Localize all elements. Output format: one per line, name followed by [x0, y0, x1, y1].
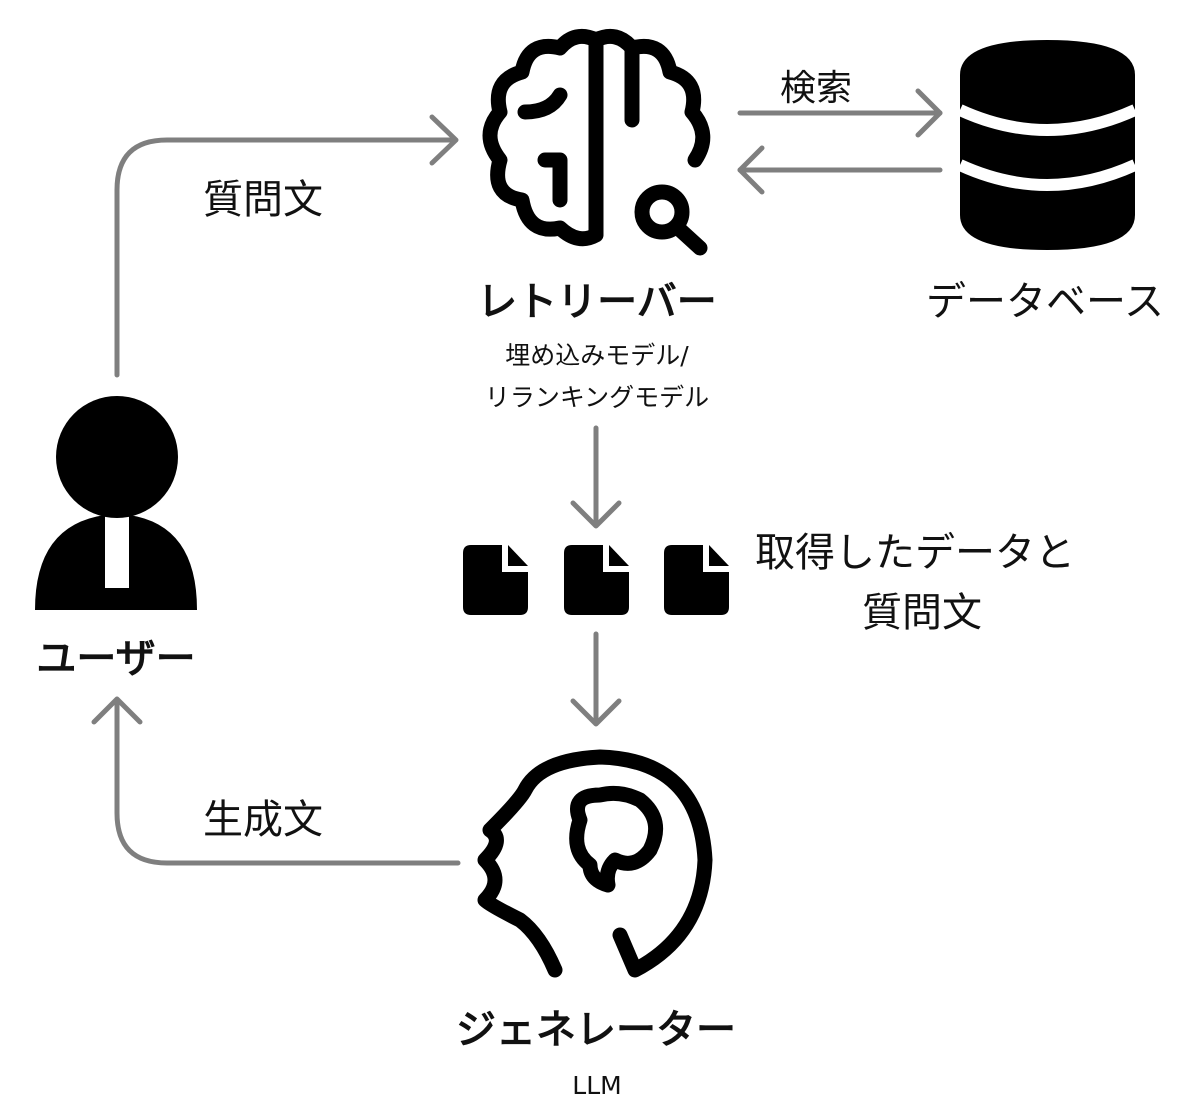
arrow-documents-to-generator: [570, 631, 622, 727]
document-icon: [564, 545, 629, 615]
document-icon: [463, 545, 528, 615]
retriever-label: レトリーバー: [477, 279, 717, 325]
database-icon: [957, 40, 1138, 250]
edge-label-question: 質問文: [203, 177, 323, 223]
arrow-retriever-to-database: [737, 88, 943, 138]
documents-label-line1: 取得したデータと: [755, 530, 1075, 576]
generator-sub: LLM: [572, 1071, 621, 1100]
documents-label-line2: 質問文: [862, 590, 982, 636]
retriever-sub2: リランキングモデル: [485, 383, 709, 412]
generator-label: ジェネレーター: [456, 1007, 736, 1053]
document-icon: [664, 545, 729, 615]
retriever-sub1: 埋め込みモデル/: [505, 341, 689, 370]
edge-label-generated: 生成文: [203, 797, 323, 843]
database-label: データベース: [926, 279, 1164, 325]
head-brain-icon: [477, 749, 713, 978]
arrow-generator-to-user: [91, 696, 461, 866]
arrow-retriever-to-documents: [570, 425, 622, 529]
user-label: ユーザー: [36, 636, 195, 682]
user-icon: [35, 396, 197, 610]
arrow-database-to-retriever: [737, 145, 943, 195]
brain-search-icon: [482, 28, 711, 256]
arrow-user-to-retriever: [114, 114, 459, 378]
edge-label-search: 検索: [780, 68, 852, 109]
